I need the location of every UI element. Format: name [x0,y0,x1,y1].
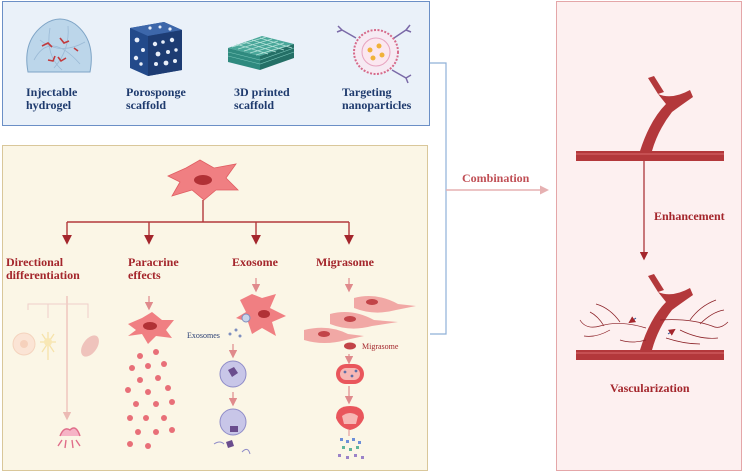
paracrine-cell [128,296,174,344]
label-combination: Combination [462,171,530,185]
endothelial-cell-icon [57,427,81,449]
hydrogel-icon [26,18,92,73]
migrating-cells [304,278,416,350]
label-vascularization: Vascularization [610,381,690,395]
nanoparticle-icon [336,24,412,84]
blood-vessel-top [576,76,724,161]
differentiation-cells [12,296,99,421]
label-exosome: Exosome [232,255,278,269]
blood-vessel-bottom [576,274,729,360]
stem-cell-icon [167,159,239,201]
exosome-cell [228,278,286,338]
label-enhancement: Enhancement [654,209,725,223]
label-exosomes-small: Exosomes [187,331,220,340]
migrasome-release [336,354,364,459]
label-migrasome-small: Migrasome [362,342,399,351]
printed-scaffold-icon [227,36,295,70]
porosponge-icon [130,22,182,76]
label-migrasome: Migrasome [316,255,374,269]
paracrine-factors [125,349,175,449]
exosome-uptake [213,344,251,455]
